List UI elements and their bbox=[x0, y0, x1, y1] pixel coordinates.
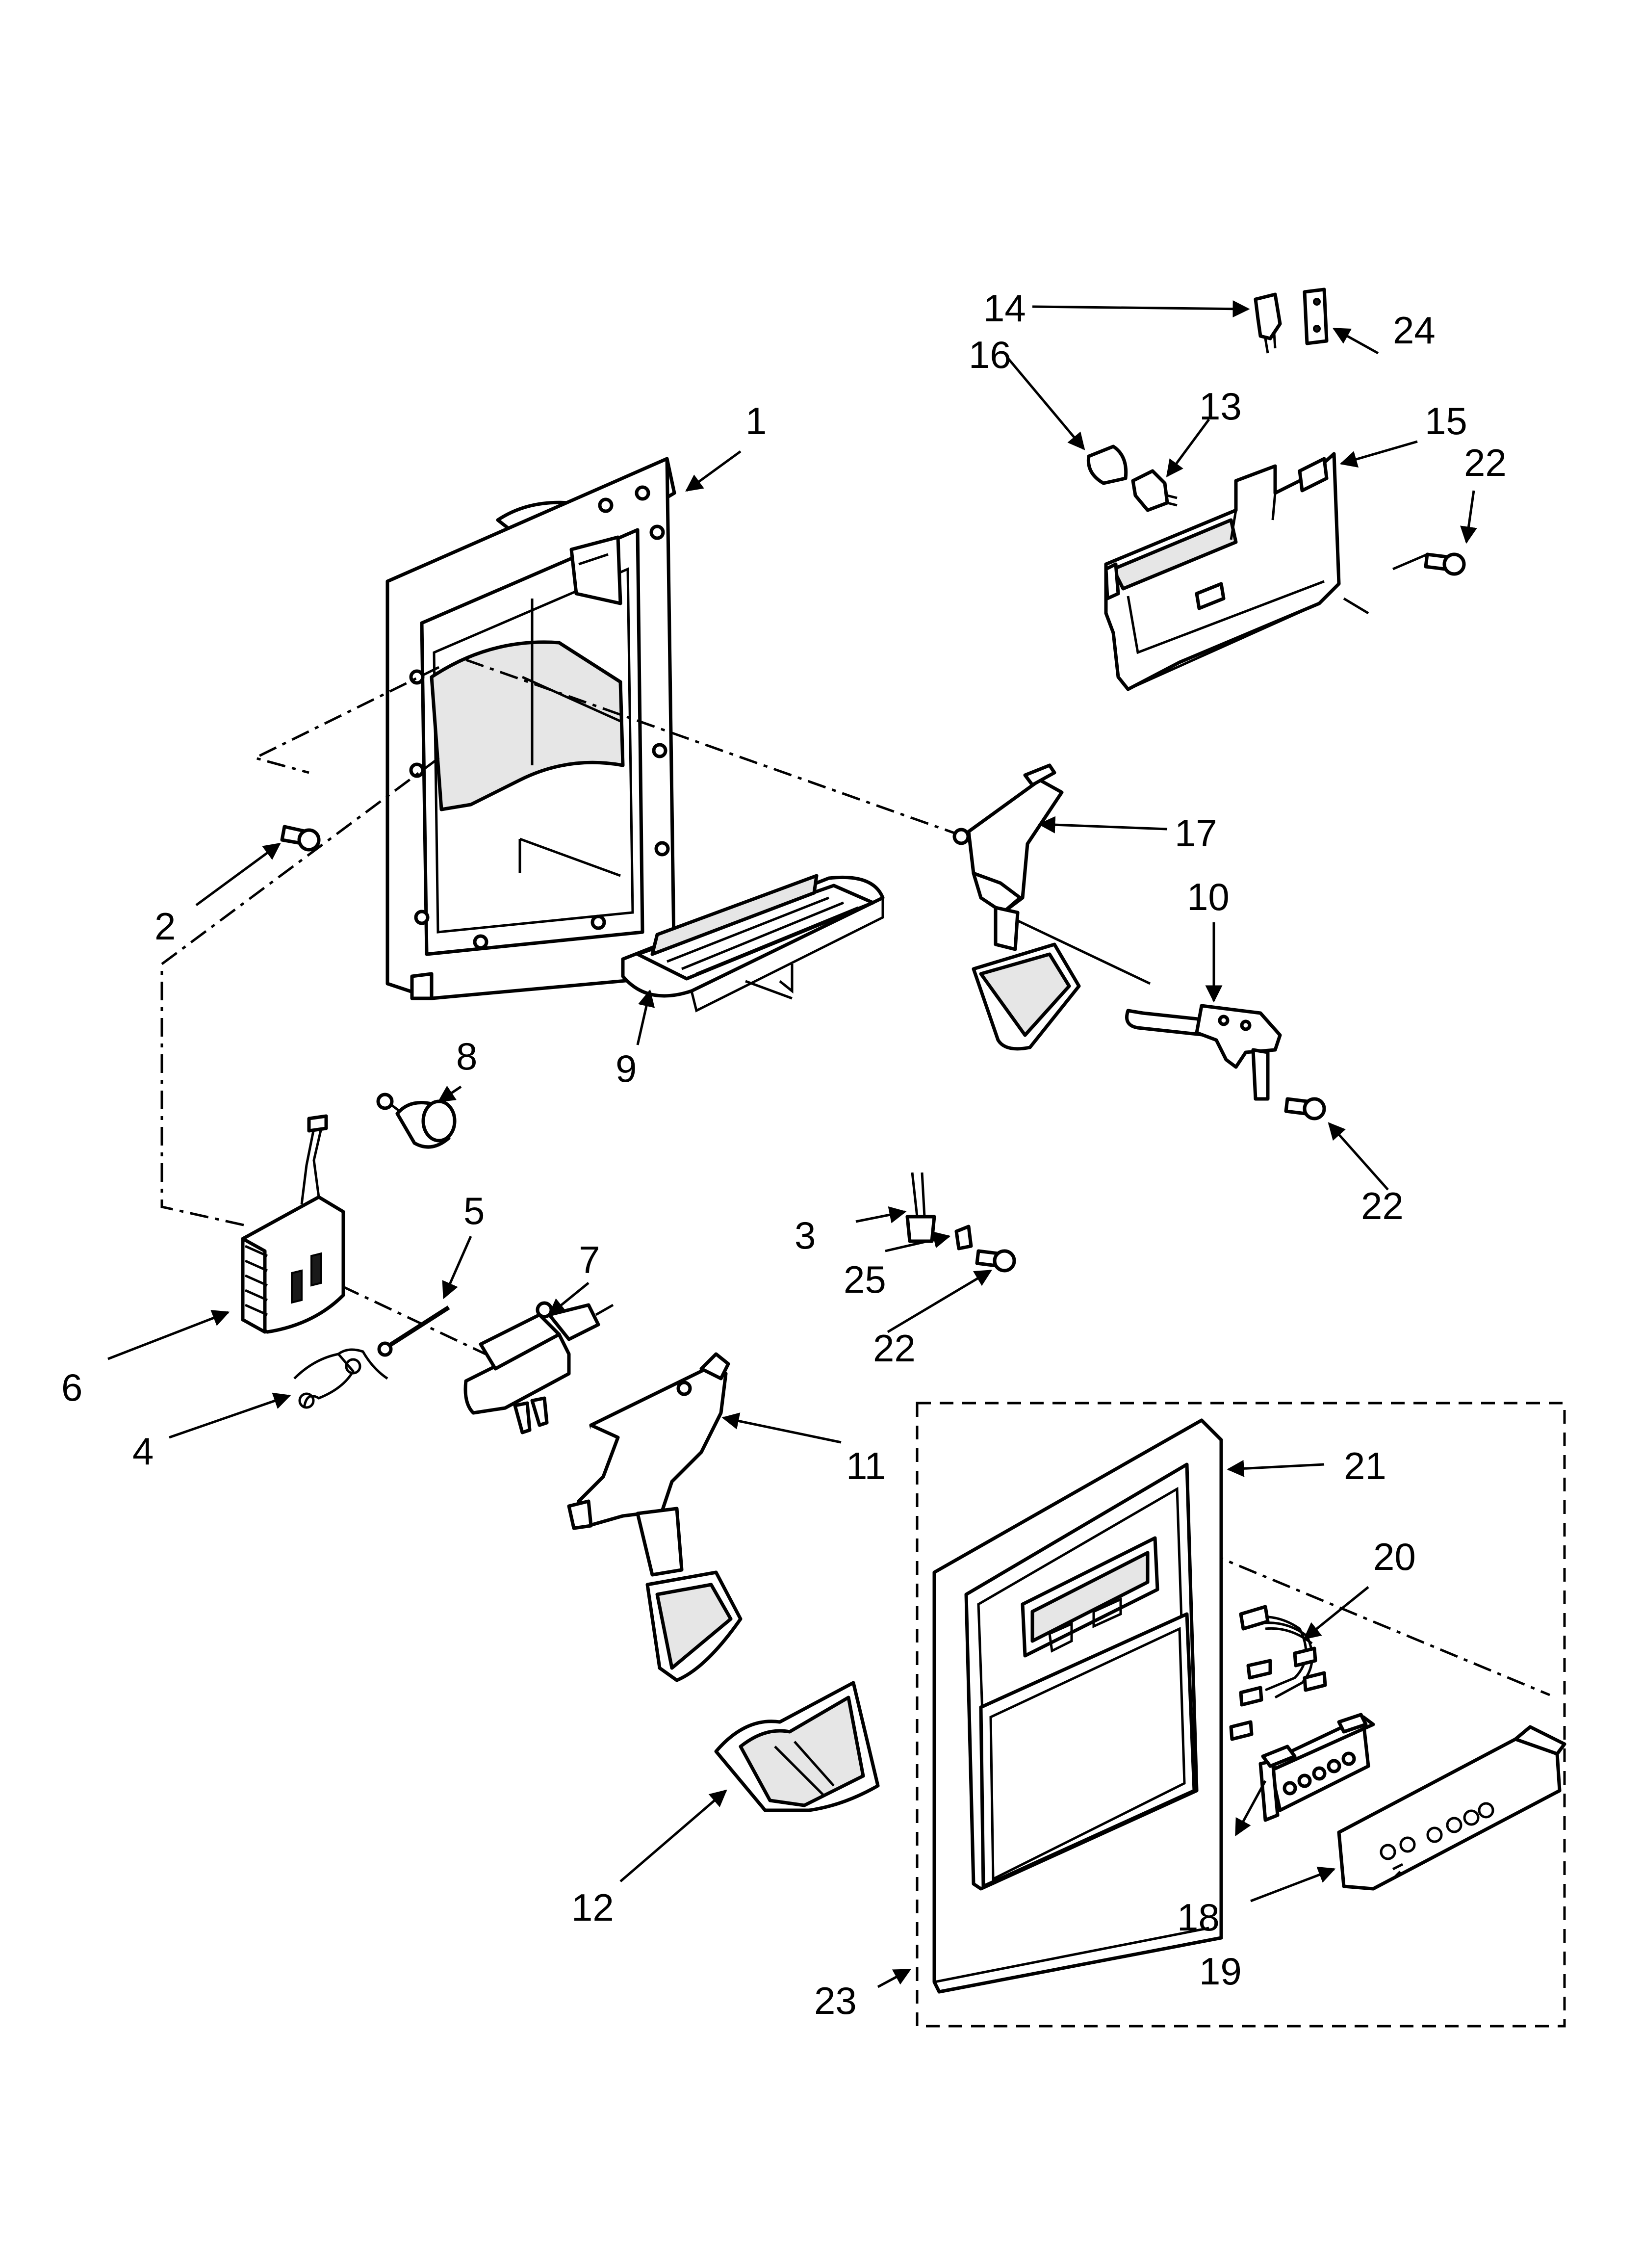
control-panel-part-19 bbox=[1337, 1725, 1566, 1891]
callout-3: 3 bbox=[795, 1214, 816, 1257]
callout-14: 14 bbox=[983, 287, 1026, 330]
callout-25: 25 bbox=[844, 1258, 886, 1301]
spring-part-4 bbox=[293, 1348, 388, 1409]
callout-21: 21 bbox=[1344, 1444, 1386, 1487]
wire-harness-part-20 bbox=[1229, 1605, 1327, 1741]
callout-6: 6 bbox=[61, 1366, 82, 1409]
screw-part-22-a bbox=[1424, 552, 1466, 576]
chute-part-12 bbox=[714, 1681, 880, 1812]
callout-15: 15 bbox=[1425, 399, 1467, 443]
insulator-part-24 bbox=[1303, 287, 1329, 345]
screw-part-22-c bbox=[975, 1249, 1016, 1273]
callout-16: 16 bbox=[969, 333, 1011, 376]
callout-10: 10 bbox=[1187, 875, 1230, 918]
callout-labels: 1 2 3 4 5 6 7 8 9 10 11 12 13 14 15 16 1… bbox=[61, 287, 1507, 2022]
callout-4: 4 bbox=[132, 1430, 154, 1473]
light-housing-part-15 bbox=[1104, 452, 1341, 691]
pin-part-5 bbox=[377, 1305, 450, 1357]
socket-part-13 bbox=[1131, 469, 1178, 512]
actuator-box-part-6 bbox=[241, 1114, 345, 1334]
front-frame-part-21 bbox=[932, 1418, 1223, 1994]
callout-23: 23 bbox=[814, 1979, 857, 2022]
callout-17: 17 bbox=[1175, 811, 1217, 855]
actuator-part-7 bbox=[463, 1301, 614, 1434]
lever-arm-part-11 bbox=[567, 1352, 743, 1682]
callout-5: 5 bbox=[463, 1189, 485, 1232]
switch-bracket-part-10 bbox=[1125, 1004, 1282, 1101]
callout-7: 7 bbox=[579, 1238, 600, 1281]
callout-12: 12 bbox=[571, 1886, 614, 1929]
bulb-part-16 bbox=[1086, 444, 1128, 485]
control-board-part-18 bbox=[1258, 1713, 1375, 1822]
callout-13: 13 bbox=[1199, 385, 1242, 428]
callout-20: 20 bbox=[1373, 1535, 1416, 1578]
callout-1: 1 bbox=[745, 399, 767, 443]
screw-part-22-b bbox=[1284, 1097, 1326, 1121]
callout-22-a: 22 bbox=[1464, 441, 1507, 484]
callout-2: 2 bbox=[154, 905, 176, 948]
clip-part-3 bbox=[905, 1172, 936, 1243]
callout-9: 9 bbox=[616, 1047, 637, 1090]
callout-24: 24 bbox=[1393, 309, 1436, 352]
assembly-box-part-23 bbox=[916, 1402, 1566, 2028]
callout-11: 11 bbox=[846, 1444, 886, 1487]
callout-18: 18 bbox=[1177, 1896, 1220, 1939]
callout-22-b: 22 bbox=[1361, 1184, 1404, 1227]
solenoid-part-8 bbox=[376, 1093, 457, 1149]
callout-8: 8 bbox=[456, 1035, 477, 1078]
callout-22-c: 22 bbox=[873, 1327, 916, 1370]
switch-part-14 bbox=[1254, 292, 1282, 354]
bracket-part-25 bbox=[954, 1225, 973, 1251]
lever-part-17 bbox=[952, 763, 1081, 1051]
callout-19: 19 bbox=[1199, 1950, 1242, 1993]
drip-grille-part-9 bbox=[621, 874, 885, 1013]
leader-lines bbox=[107, 300, 1477, 1988]
screw-part-2 bbox=[280, 825, 321, 852]
